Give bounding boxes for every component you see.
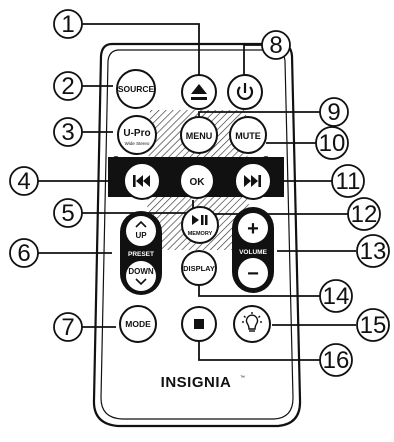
- volume-minus-label: −: [247, 263, 259, 285]
- power-icon: [236, 83, 254, 100]
- next-button[interactable]: [234, 162, 272, 200]
- preset-up-label: UP: [135, 231, 147, 240]
- tune-right-label: Tune: [264, 154, 281, 163]
- play-pause-icon: [192, 215, 208, 225]
- callout-16: 16: [319, 343, 353, 377]
- upro-button[interactable]: U-Pro Wide Stereo: [117, 115, 157, 155]
- callout-15: 15: [356, 308, 390, 342]
- callout-10: 10: [315, 126, 349, 160]
- callout-9: 9: [319, 97, 349, 127]
- mode-button[interactable]: MODE: [119, 305, 157, 343]
- menu-button[interactable]: MENU: [180, 116, 218, 154]
- volume-label: VOLUME: [239, 249, 267, 256]
- volume-rocker: + VOLUME −: [232, 207, 274, 293]
- light-bulb-icon: [242, 312, 262, 332]
- ok-button[interactable]: OK: [179, 163, 215, 199]
- chevron-down-icon: [135, 278, 147, 286]
- ok-label: OK: [190, 177, 206, 188]
- svg-text:7: 7: [61, 314, 74, 341]
- callout-5: 5: [53, 198, 83, 228]
- callout-11: 11: [331, 164, 365, 198]
- eject-button[interactable]: [181, 74, 217, 110]
- brand-logo: INSIGNIA: [161, 374, 232, 391]
- skip-forward-icon: [244, 175, 261, 187]
- callout-12: 12: [347, 197, 381, 231]
- mute-label: MUTE: [235, 131, 261, 141]
- svg-text:13: 13: [360, 238, 387, 265]
- svg-text:3: 3: [61, 119, 74, 146]
- svg-text:8: 8: [269, 32, 282, 59]
- svg-text:16: 16: [323, 347, 350, 374]
- mute-button[interactable]: MUTE: [229, 116, 267, 154]
- callout-2: 2: [53, 71, 83, 101]
- callout-7: 7: [53, 312, 83, 342]
- svg-text:15: 15: [360, 312, 387, 339]
- callout-1: 1: [53, 9, 83, 39]
- callout-4: 4: [9, 166, 39, 196]
- chevron-up-icon: [135, 220, 147, 228]
- display-button[interactable]: DISPLAY: [181, 250, 217, 286]
- volume-down-button[interactable]: −: [238, 258, 268, 288]
- stop-button[interactable]: [181, 306, 217, 342]
- source-label: SOURCE: [118, 84, 155, 94]
- play-pause-memory-button[interactable]: MEMORY: [181, 206, 219, 244]
- display-label: DISPLAY: [183, 264, 215, 273]
- previous-button[interactable]: [123, 162, 161, 200]
- preset-down-button[interactable]: DOWN: [126, 261, 156, 291]
- brand-trademark: ™: [240, 375, 245, 381]
- preset-down-label: DOWN: [128, 267, 154, 276]
- callout-6: 6: [9, 238, 39, 268]
- callout-markers: 1 2 3 4 5 6 7 8: [9, 9, 390, 377]
- upro-label: U-Pro: [123, 128, 150, 139]
- svg-text:5: 5: [61, 200, 74, 227]
- mode-label: MODE: [125, 319, 151, 329]
- svg-text:11: 11: [336, 168, 361, 195]
- callout-3: 3: [53, 117, 83, 147]
- callout-14: 14: [319, 279, 353, 313]
- tune-left-arrow: ˅: [115, 160, 120, 170]
- svg-text:14: 14: [323, 283, 350, 310]
- tune-left-label: Tune: [114, 154, 131, 163]
- volume-up-button[interactable]: +: [238, 213, 268, 243]
- svg-text:9: 9: [327, 99, 340, 126]
- memory-label: MEMORY: [188, 231, 213, 237]
- upro-sublabel: Wide Stereo: [125, 141, 150, 146]
- svg-text:6: 6: [17, 240, 30, 267]
- callout-leader-lines: [38, 23, 356, 361]
- light-button[interactable]: [233, 305, 271, 343]
- skip-back-icon: [133, 175, 150, 187]
- preset-rocker: UP PRESET DOWN: [120, 211, 162, 295]
- svg-text:4: 4: [17, 168, 30, 195]
- eject-icon: [191, 84, 207, 100]
- source-button[interactable]: SOURCE: [116, 69, 156, 109]
- svg-text:10: 10: [319, 130, 346, 157]
- preset-label: PRESET: [128, 251, 154, 258]
- svg-text:2: 2: [61, 73, 74, 100]
- tune-right-arrow: ˄: [274, 164, 279, 174]
- svg-text:12: 12: [351, 201, 378, 228]
- preset-up-button[interactable]: UP: [126, 216, 156, 246]
- callout-13: 13: [356, 234, 390, 268]
- menu-label: MENU: [186, 131, 213, 141]
- callout-8: 8: [261, 30, 291, 60]
- volume-plus-label: +: [247, 218, 259, 240]
- svg-text:1: 1: [61, 11, 74, 38]
- power-button[interactable]: [227, 74, 263, 110]
- stop-icon: [194, 319, 204, 329]
